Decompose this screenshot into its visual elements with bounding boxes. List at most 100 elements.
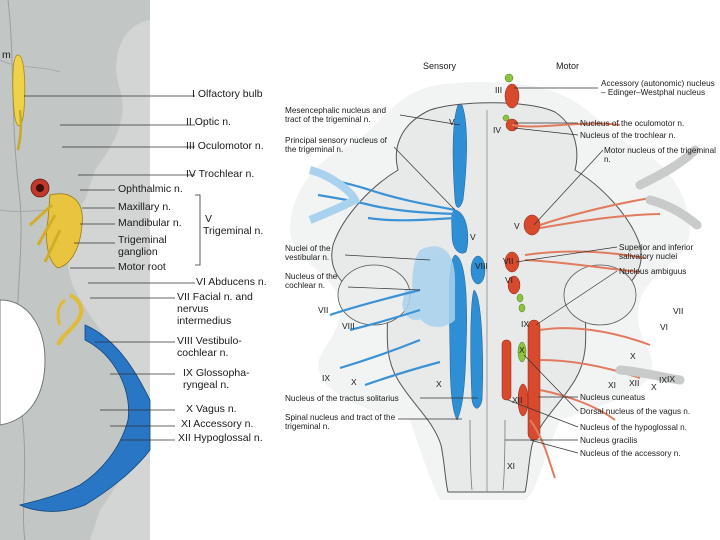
roman-mark: IX bbox=[659, 375, 668, 385]
roman-numeral: III bbox=[186, 140, 195, 152]
label-text: Trochlear n. bbox=[198, 168, 255, 180]
partial-top-label: m bbox=[2, 49, 11, 61]
right-leader-lines bbox=[344, 87, 618, 454]
label-vestibular-nuclei: Nuclei of the vestibular n. bbox=[285, 244, 331, 263]
label-mesencephalic-nucleus: Mesencephalic nucleus and tract of the t… bbox=[285, 106, 387, 125]
label-hypoglossal-nucleus: Nucleus of the hypoglossal n. bbox=[580, 423, 687, 432]
roman-mark: VII bbox=[318, 305, 329, 315]
roman-mark: X bbox=[436, 379, 442, 389]
label-text: Vagus n. bbox=[195, 403, 237, 415]
roman-mark: IV bbox=[493, 125, 502, 135]
roman-numeral: VI bbox=[196, 276, 206, 288]
roman-mark: XII bbox=[629, 378, 640, 388]
roman-mark: IX bbox=[322, 373, 331, 383]
label-vestibulocochlear: VIII Vestibulo-cochlear n. bbox=[177, 335, 263, 360]
roman-numeral: IX bbox=[183, 367, 193, 379]
roman-numeral: XII bbox=[178, 432, 191, 444]
roman-mark: VIII bbox=[342, 321, 355, 331]
roman-mark: XII bbox=[512, 395, 523, 405]
label-motor-trigeminal-nucleus: Motor nucleus of the trigeminal n. bbox=[604, 146, 716, 165]
venous-sinus bbox=[18, 324, 151, 512]
roman-numeral: I bbox=[192, 88, 195, 100]
label-salivatory-nuclei: Superior and inferior salivatory nuclei bbox=[619, 243, 694, 262]
roman-numeral: VIII bbox=[177, 335, 193, 347]
roman-mark: X bbox=[519, 345, 525, 355]
roman-mark: V bbox=[470, 232, 476, 242]
label-nucleus-cuneatus: Nucleus cuneatus bbox=[580, 393, 646, 402]
roman-mark: VI bbox=[505, 275, 514, 285]
label-maxillary: Maxillary n. bbox=[118, 201, 172, 213]
label-accessory-nucleus: Nucleus of the accessory n. bbox=[580, 449, 681, 458]
sensory-fibers bbox=[317, 176, 456, 387]
roman-numeral: X bbox=[186, 403, 194, 415]
label-optic: II Optic n. bbox=[186, 116, 231, 129]
brainstem-illustration bbox=[290, 73, 702, 500]
label-tractus-solitarius: Nucleus of the tractus solitarius bbox=[285, 394, 399, 403]
label-trigeminal: V Trigeminal n. bbox=[203, 213, 273, 238]
roman-numeral: II bbox=[186, 116, 192, 128]
roman-mark: IX bbox=[667, 374, 676, 384]
label-edinger-westphal: Accessory (autonomic) nucleus – Edinger–… bbox=[601, 79, 715, 98]
header-sensory: Sensory bbox=[423, 61, 457, 71]
roman-numeral: V bbox=[205, 213, 213, 225]
label-ophthalmic: Ophthalmic n. bbox=[118, 183, 183, 195]
label-motor-root: Motor root bbox=[118, 261, 166, 273]
roman-mark: VII bbox=[673, 306, 684, 316]
header-motor: Motor bbox=[556, 61, 580, 71]
roman-mark: X bbox=[651, 382, 657, 392]
roman-numeral: VII bbox=[177, 291, 190, 303]
label-abducens: VI Abducens n. bbox=[196, 276, 267, 289]
label-spinal-trigeminal-nucleus: Spinal nucleus and tract of the trigemin… bbox=[285, 413, 396, 432]
olfactory-bulb-shape bbox=[12, 54, 26, 127]
label-text: Facial n. and nervus intermedius bbox=[177, 291, 253, 327]
roman-numeral: XI bbox=[181, 418, 191, 430]
label-text: Optic n. bbox=[194, 116, 231, 128]
label-olfactory-bulb: I Olfactory bulb bbox=[192, 88, 263, 101]
label-text: Trigeminal n. bbox=[203, 224, 264, 237]
roman-mark: VI bbox=[660, 322, 669, 332]
roman-mark: III bbox=[495, 85, 503, 95]
roman-mark: XI bbox=[608, 380, 617, 390]
label-oculomotor: III Oculomotor n. bbox=[186, 140, 264, 153]
left-leader-lines bbox=[24, 95, 201, 441]
autonomic-nuclei bbox=[502, 73, 527, 363]
label-trochlear-nucleus: Nucleus of the trochlear n. bbox=[580, 131, 676, 140]
roman-numeral: IV bbox=[186, 168, 196, 180]
trigeminal-ganglion-shape bbox=[46, 193, 83, 269]
label-text: Abducens n. bbox=[208, 276, 267, 288]
motor-nuclei bbox=[501, 83, 541, 441]
sensory-nuclei bbox=[449, 104, 486, 421]
label-text: Vestibulo-cochlear n. bbox=[177, 335, 242, 359]
label-text: Hypoglossal n. bbox=[193, 432, 263, 444]
label-accessory: XI Accessory n. bbox=[181, 418, 254, 431]
label-nucleus-gracilis: Nucleus gracilis bbox=[580, 436, 638, 445]
label-trigeminal-ganglion: Trigeminal ganglion bbox=[118, 234, 167, 258]
roman-mark: X bbox=[351, 377, 357, 387]
label-text: Oculomotor n. bbox=[197, 140, 264, 152]
label-facial: VII Facial n. and nervus intermedius bbox=[177, 291, 265, 327]
roman-mark: XI bbox=[507, 461, 516, 471]
roman-mark: IX bbox=[521, 319, 530, 329]
label-text: Accessory n. bbox=[193, 418, 254, 430]
roman-mark: V bbox=[449, 117, 455, 127]
foramen-magnum bbox=[0, 299, 46, 426]
label-nucleus-ambiguus: Nucleus ambiguus bbox=[619, 267, 687, 276]
roman-mark: VII bbox=[503, 256, 514, 266]
label-trochlear: IV Trochlear n. bbox=[186, 168, 255, 181]
label-mandibular: Mandibular n. bbox=[118, 217, 182, 229]
label-text: Olfactory bulb bbox=[197, 88, 263, 100]
label-hypoglossal: XII Hypoglossal n. bbox=[178, 432, 263, 445]
label-cochlear-nucleus: Nucleus of the cochlear n. bbox=[285, 272, 338, 291]
label-text: Glossopha-ryngeal n. bbox=[183, 367, 250, 391]
label-oculomotor-nucleus: Nucleus of the oculomotor n. bbox=[580, 119, 685, 128]
label-glossopharyngeal: IX Glossopha-ryngeal n. bbox=[183, 367, 263, 392]
roman-mark: X bbox=[630, 351, 636, 361]
label-principal-sensory-nucleus: Principal sensory nucleus of the trigemi… bbox=[285, 136, 387, 155]
skull-base-illustration bbox=[0, 0, 151, 540]
roman-mark: V bbox=[514, 221, 520, 231]
label-dorsal-vagus-nucleus: Dorsal nucleus of the vagus n. bbox=[580, 407, 691, 416]
label-vagus: X Vagus n. bbox=[186, 403, 237, 416]
roman-mark: VIII bbox=[475, 261, 488, 271]
skull-shadow-region bbox=[0, 0, 150, 540]
